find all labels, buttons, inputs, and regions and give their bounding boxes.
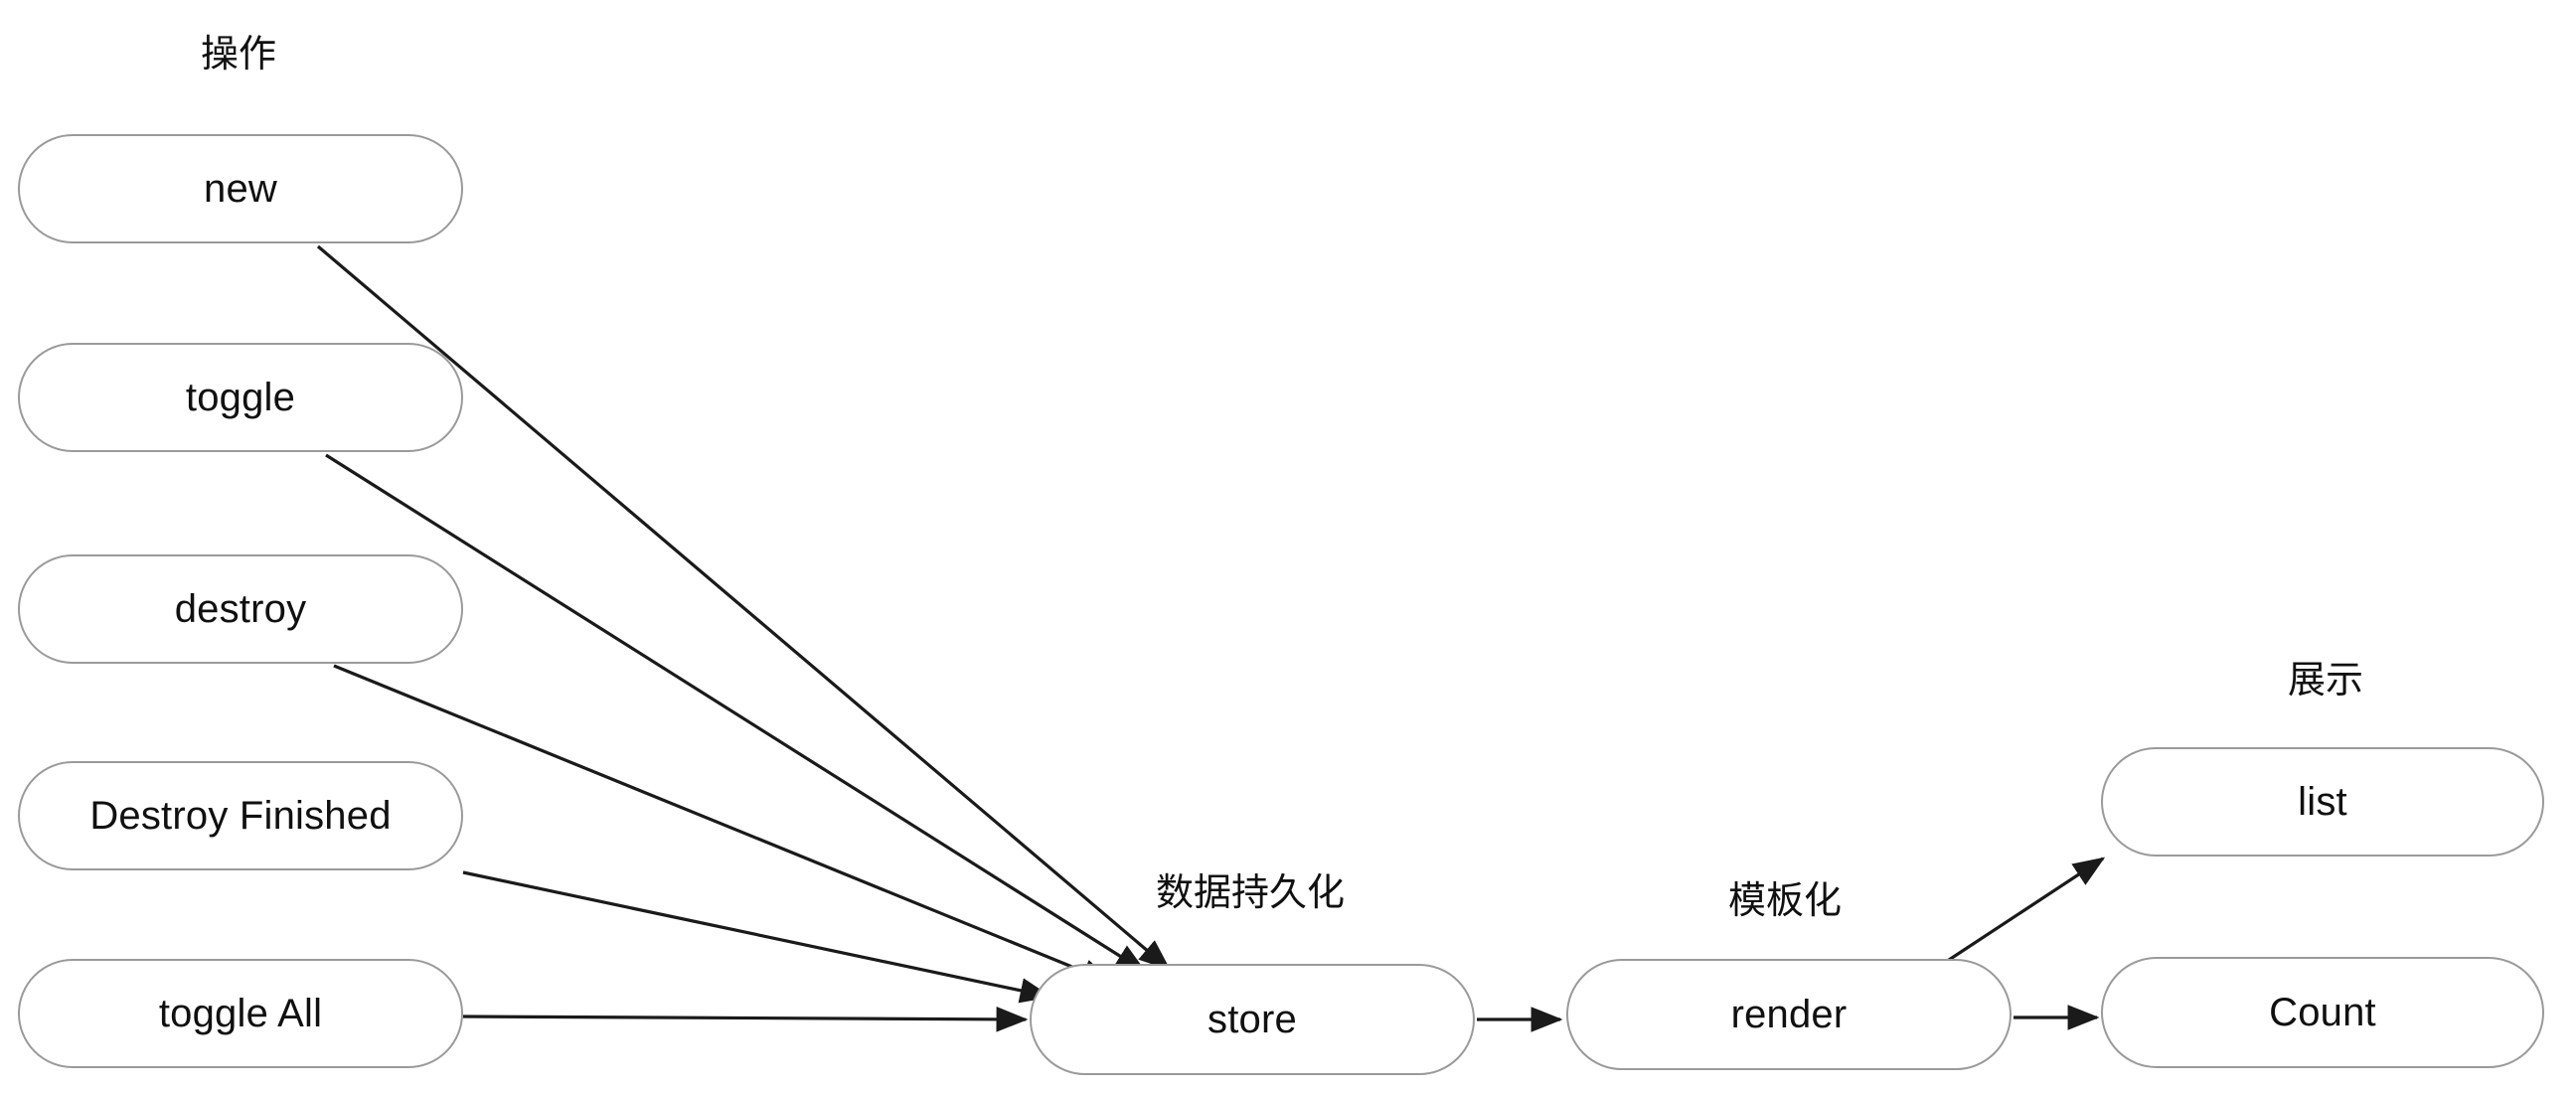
edge-toggle-all-to-store xyxy=(462,1007,1029,1032)
node-store[interactable]: store xyxy=(1030,964,1475,1075)
edge-destroy-finished-to-store xyxy=(462,870,1052,1004)
group-label-operations: 操作 xyxy=(200,34,277,76)
node-destroy-finished[interactable]: Destroy Finished xyxy=(18,761,463,870)
node-label-count: Count xyxy=(2269,991,2376,1034)
node-label-destroy-finished: Destroy Finished xyxy=(89,794,392,838)
node-count[interactable]: Count xyxy=(2101,957,2544,1068)
node-label-render: render xyxy=(1730,993,1848,1036)
edge-toggle-to-store xyxy=(325,453,1148,974)
node-toggle[interactable]: toggle xyxy=(18,343,463,452)
edge-label-persistence: 数据持久化 xyxy=(1155,872,1346,914)
node-new[interactable]: new xyxy=(18,134,463,243)
node-destroy[interactable]: destroy xyxy=(18,554,463,664)
node-label-toggle-all: toggle All xyxy=(158,992,323,1035)
group-label-presentation: 展示 xyxy=(2287,660,2364,702)
node-render[interactable]: render xyxy=(1566,959,2012,1070)
node-label-new: new xyxy=(204,167,277,211)
node-label-list: list xyxy=(2298,780,2347,824)
node-label-destroy: destroy xyxy=(174,587,307,631)
node-list[interactable]: list xyxy=(2101,747,2544,857)
node-label-toggle: toggle xyxy=(185,376,296,419)
node-label-store: store xyxy=(1208,998,1297,1041)
edge-render-to-list xyxy=(1945,857,2106,964)
node-toggle-all[interactable]: toggle All xyxy=(18,959,463,1068)
edge-label-templating: 模板化 xyxy=(1727,880,1843,922)
